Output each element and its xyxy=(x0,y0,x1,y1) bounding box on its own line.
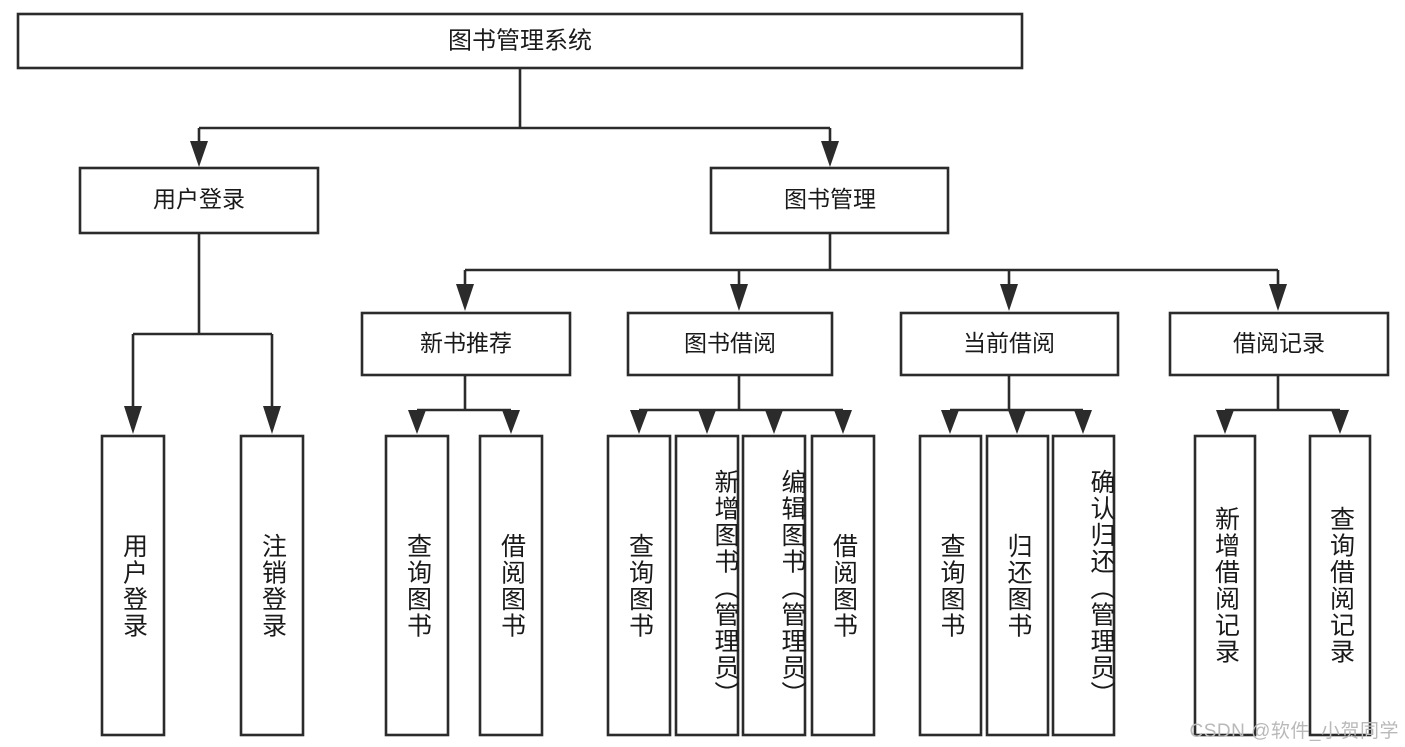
node-current-borrow[interactable]: 当前借阅 xyxy=(899,311,1120,377)
node-leaf-query-borrow-record-box[interactable] xyxy=(1308,434,1372,737)
arrow-head-leaf-user-login xyxy=(124,406,142,434)
node-book-manage-label: 图书管理 xyxy=(784,186,876,212)
arrow-head-leaf-query-book-current xyxy=(941,410,959,434)
arrow-head-user-login xyxy=(190,141,208,167)
connector-bookborrow-to-leaves xyxy=(630,375,852,434)
connector-bookmanage-to-level3 xyxy=(456,233,1287,311)
arrow-head-leaf-query-borrow-record xyxy=(1331,410,1349,434)
node-leaf-add-borrow-record-box[interactable] xyxy=(1193,434,1257,737)
arrow-head-leaf-return-book xyxy=(1008,410,1026,434)
arrow-head-new-book-recommend xyxy=(456,284,474,311)
node-leaf-edit-book-admin-box[interactable] xyxy=(741,434,807,737)
arrow-head-leaf-edit-book-admin xyxy=(765,410,783,434)
node-leaf-query-book-rec-box[interactable] xyxy=(384,434,450,737)
connector-newbook-to-leaves xyxy=(408,375,520,434)
node-book-borrow[interactable]: 图书借阅 xyxy=(626,311,834,377)
arrow-head-current-borrow xyxy=(1000,284,1018,311)
node-new-book-recommend-box xyxy=(360,311,572,377)
node-leaf-query-book-current-box[interactable] xyxy=(918,434,983,737)
node-root-system-box xyxy=(16,12,1024,70)
connector-currentborrow-to-leaves xyxy=(941,375,1092,434)
node-book-manage[interactable]: 图书管理 xyxy=(709,166,950,235)
arrow-head-leaf-add-borrow-record xyxy=(1216,410,1234,434)
connector-userlogin-to-leaves xyxy=(124,233,281,434)
arrow-head-leaf-add-book-admin xyxy=(698,410,716,434)
node-leaf-user-login-box[interactable] xyxy=(100,434,166,737)
arrow-head-book-borrow xyxy=(730,284,748,311)
node-book-borrow-box xyxy=(626,311,834,377)
leaf-node-boxes xyxy=(100,434,1372,737)
arrow-head-leaf-borrow-book xyxy=(834,410,852,434)
node-new-book-recommend[interactable]: 新书推荐 xyxy=(360,311,572,377)
arrow-head-leaf-confirm-return-admin xyxy=(1074,410,1092,434)
arrow-head-book-manage xyxy=(821,141,839,167)
arrow-head-leaf-user-logout xyxy=(263,406,281,434)
node-book-borrow-label: 图书借阅 xyxy=(684,330,776,356)
node-leaf-borrow-book-box[interactable] xyxy=(810,434,876,737)
node-new-book-recommend-label: 新书推荐 xyxy=(420,330,512,356)
node-borrow-record-label: 借阅记录 xyxy=(1233,330,1325,356)
node-book-manage-box xyxy=(709,166,950,235)
csdn-watermark: CSDN @软件_小贺同学 xyxy=(1189,721,1399,742)
node-leaf-return-book-box[interactable] xyxy=(985,434,1050,737)
node-borrow-record[interactable]: 借阅记录 xyxy=(1168,311,1390,377)
node-user-login-label: 用户登录 xyxy=(153,186,245,212)
node-user-login-box xyxy=(78,166,320,235)
node-borrow-record-box xyxy=(1168,311,1390,377)
node-current-borrow-box xyxy=(899,311,1120,377)
node-leaf-borrow-book-rec-box[interactable] xyxy=(478,434,544,737)
node-leaf-add-book-admin-box[interactable] xyxy=(674,434,740,737)
arrow-head-leaf-borrow-book-rec xyxy=(502,410,520,434)
node-leaf-confirm-return-admin-box[interactable] xyxy=(1051,434,1116,737)
connector-root-to-level2 xyxy=(190,68,839,167)
node-root-system-label: 图书管理系统 xyxy=(448,27,592,54)
node-root-system[interactable]: 图书管理系统 xyxy=(16,12,1024,70)
node-leaf-user-logout-box[interactable] xyxy=(239,434,305,737)
node-leaf-query-book-borrow-box[interactable] xyxy=(606,434,672,737)
node-current-borrow-label: 当前借阅 xyxy=(963,330,1055,356)
connector-borrowrecord-to-leaves xyxy=(1216,375,1349,434)
arrow-head-borrow-record xyxy=(1269,284,1287,311)
arrow-head-leaf-query-book-borrow xyxy=(630,410,648,434)
node-user-login[interactable]: 用户登录 xyxy=(78,166,320,235)
arrow-head-leaf-query-book-rec xyxy=(408,410,426,434)
